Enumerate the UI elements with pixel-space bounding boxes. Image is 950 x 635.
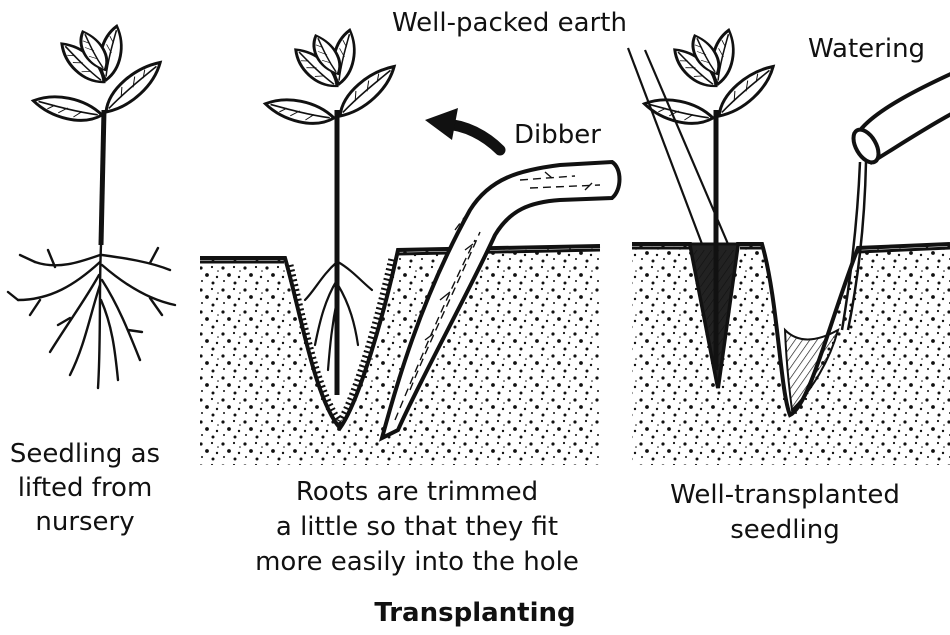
well-transplanted-caption: Well-transplanted seedling bbox=[660, 478, 910, 548]
well-packed-earth-label: Well-packed earth bbox=[392, 8, 627, 38]
caption-line: lifted from bbox=[0, 471, 170, 505]
caption-line: a little so that they fit bbox=[232, 510, 602, 545]
caption-line: Seedling as bbox=[0, 437, 170, 471]
caption-line: Well-transplanted bbox=[660, 478, 910, 513]
arrow-icon bbox=[425, 108, 500, 150]
caption-line: seedling bbox=[660, 513, 910, 548]
roots-trimmed-caption: Roots are trimmed a little so that they … bbox=[232, 475, 602, 580]
caption-line: Roots are trimmed bbox=[232, 475, 602, 510]
caption-line: more easily into the hole bbox=[232, 545, 602, 580]
seedling-lifted-caption: Seedling as lifted from nursery bbox=[0, 437, 170, 539]
dibber-label: Dibber bbox=[514, 120, 601, 150]
root-system bbox=[8, 245, 175, 388]
figure-title: Transplanting bbox=[0, 598, 950, 628]
watering-label: Watering bbox=[808, 34, 925, 64]
soil-with-transplant bbox=[632, 244, 950, 465]
soil-with-dibber-hole bbox=[200, 246, 600, 465]
caption-line: nursery bbox=[0, 505, 170, 539]
lifted-seedling bbox=[8, 25, 175, 388]
